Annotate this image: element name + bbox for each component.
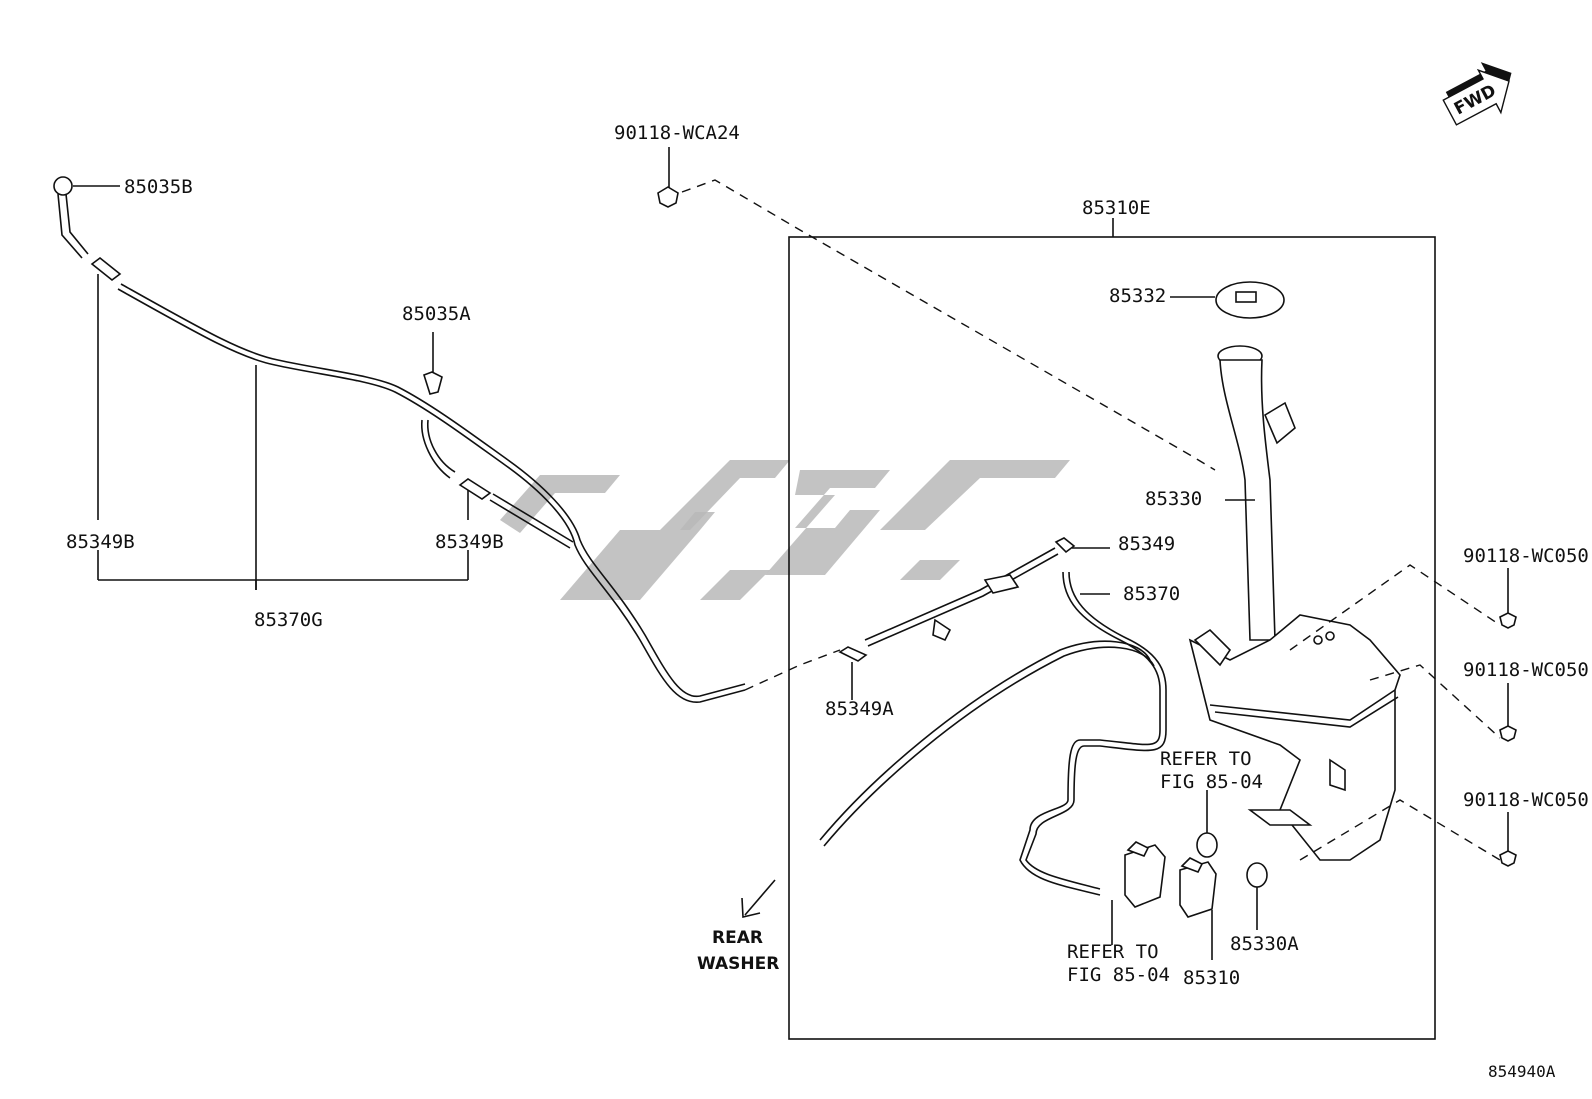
label-90118-wc050-3: 90118-WC050 — [1463, 789, 1589, 811]
clip-90118-wc050-1 — [1499, 612, 1517, 629]
rear-washer-arrow-icon — [741, 879, 776, 918]
nozzle-85035b — [53, 176, 89, 259]
joint-85349b-right — [458, 478, 492, 500]
nozzle-85035a — [423, 371, 443, 395]
refer-fig-2-line1: REFER TO — [1067, 941, 1159, 963]
label-85310e: 85310E — [1082, 197, 1151, 219]
fwd-arrow-icon: FWD — [1442, 62, 1512, 126]
joint-85349a — [838, 646, 868, 662]
label-85332: 85332 — [1109, 285, 1166, 307]
label-90118-wca24: 90118-WCA24 — [614, 122, 740, 144]
label-85330a: 85330A — [1230, 933, 1299, 955]
label-85310: 85310 — [1183, 967, 1240, 989]
label-85035b: 85035B — [124, 176, 193, 198]
label-85370g: 85370G — [254, 609, 323, 631]
grommet-85330a — [1246, 862, 1268, 888]
watermark-logo — [500, 460, 1070, 600]
label-85370: 85370 — [1123, 583, 1180, 605]
label-85349a: 85349A — [825, 698, 894, 720]
label-85330: 85330 — [1145, 488, 1202, 510]
refer-fig-1-line1: REFER TO — [1160, 748, 1252, 770]
joint-85349 — [1054, 537, 1076, 554]
clip-90118-wc050-3 — [1499, 850, 1517, 867]
rear-washer-line1: REAR — [712, 928, 763, 948]
cap-85332 — [1215, 281, 1285, 319]
pump-left — [1124, 841, 1166, 908]
rear-washer-line2: WASHER — [697, 954, 779, 974]
label-85035a: 85035A — [402, 303, 471, 325]
label-85349: 85349 — [1118, 533, 1175, 555]
assembly-box-85310e — [788, 236, 1436, 1040]
label-85349b-right: 85349B — [435, 531, 504, 553]
washer-tank — [1188, 614, 1401, 861]
refer-fig-1-line2: FIG 85-04 — [1160, 771, 1263, 793]
grommet-refer — [1196, 832, 1218, 858]
pump-85310 — [1179, 857, 1217, 918]
filler-neck-85330 — [1217, 345, 1296, 641]
clip-90118-wca24 — [657, 186, 679, 208]
joint-85349b-left — [90, 256, 122, 282]
refer-fig-2-line2: FIG 85-04 — [1067, 964, 1170, 986]
clip-90118-wc050-2 — [1499, 725, 1517, 742]
label-90118-wc050-2: 90118-WC050 — [1463, 659, 1589, 681]
label-85349b-left: 85349B — [66, 531, 135, 553]
diagram-id: 854940A — [1488, 1062, 1556, 1081]
label-90118-wc050-1: 90118-WC050 — [1463, 545, 1589, 567]
